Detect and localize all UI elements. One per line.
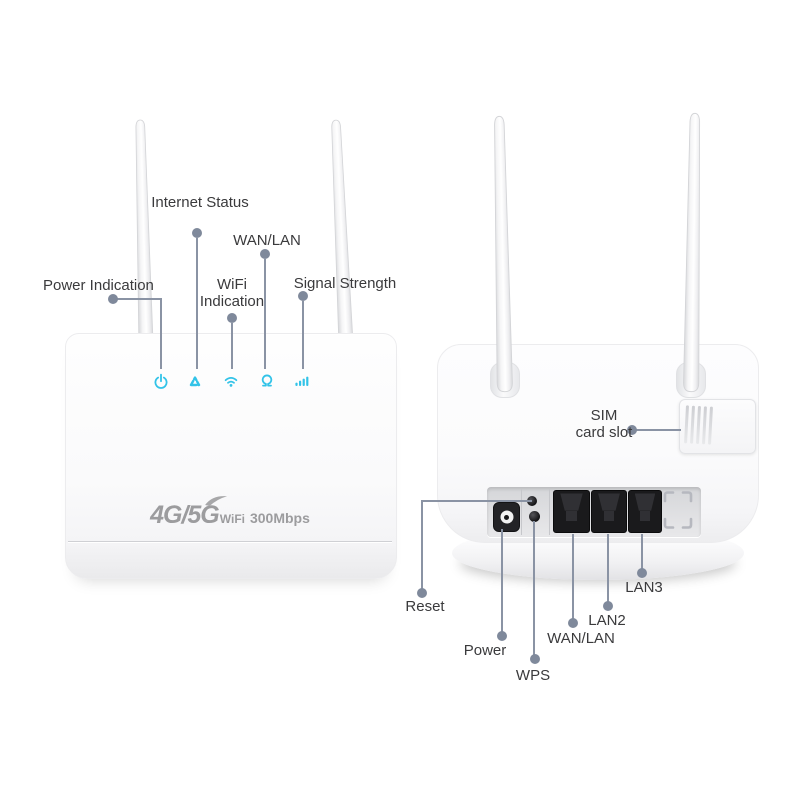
wps-dot bbox=[530, 654, 540, 665]
leaf-icon bbox=[205, 496, 228, 506]
router-front-body bbox=[65, 333, 397, 579]
wifi-icon bbox=[223, 373, 239, 389]
internet-status-label: Internet Status bbox=[151, 194, 249, 211]
wan-lan-icon bbox=[259, 373, 275, 389]
signal-strength-dot bbox=[297, 291, 308, 301]
sim-label-line2: card slot bbox=[575, 424, 633, 441]
blank-port-outline bbox=[663, 491, 693, 529]
power-jack bbox=[493, 502, 520, 532]
wifi-indication-dot bbox=[226, 313, 237, 324]
wan-lan-port bbox=[553, 490, 590, 533]
reset-hole bbox=[527, 496, 537, 506]
sim-card-slot-label: SIM card slot bbox=[576, 407, 633, 441]
wan-lan-front-label: WAN/LAN bbox=[233, 232, 301, 249]
front-right-antenna bbox=[331, 119, 353, 343]
power-indication-line-h bbox=[112, 298, 162, 301]
internet-status-icon bbox=[187, 373, 203, 389]
power-label: Power bbox=[463, 642, 507, 659]
wps-hole bbox=[529, 511, 540, 522]
logo-wifi-text: WiFi bbox=[219, 512, 245, 526]
panel-seam bbox=[549, 489, 550, 535]
sim-card-slot-dot bbox=[626, 425, 637, 435]
wifi-indication-line bbox=[230, 323, 233, 369]
reset-label: Reset bbox=[405, 598, 445, 615]
wan-lan-front-dot bbox=[260, 249, 270, 259]
lan3-label: LAN3 bbox=[625, 579, 663, 596]
sim-card-slot-line bbox=[635, 429, 681, 431]
wan-lan-back-line bbox=[571, 534, 574, 619]
wan-lan-back-dot bbox=[567, 617, 578, 628]
signal-strength-icon bbox=[294, 373, 310, 389]
panel-seam bbox=[521, 489, 522, 535]
logo-speed-text: 300Mbps bbox=[249, 510, 310, 526]
power-indication-dot bbox=[107, 294, 118, 305]
signal-strength-line bbox=[301, 301, 304, 369]
reset-dot bbox=[416, 587, 427, 598]
sim-card-slot bbox=[679, 399, 756, 454]
internet-status-line bbox=[195, 238, 198, 369]
wps-label: WPS bbox=[515, 667, 551, 684]
power-indication-line-v bbox=[160, 299, 162, 369]
back-right-antenna bbox=[683, 112, 701, 393]
wps-line bbox=[532, 521, 535, 656]
reset-line-v bbox=[420, 501, 423, 589]
product-logo: 4G/5G WiFi 300Mbps bbox=[150, 496, 310, 530]
lan3-line bbox=[641, 534, 644, 570]
sim-label-line1: SIM bbox=[590, 407, 618, 424]
front-left-antenna bbox=[135, 119, 154, 343]
power-indication-label: Power Indication bbox=[43, 277, 154, 294]
lan2-line bbox=[606, 534, 609, 602]
front-base-groove bbox=[68, 541, 392, 543]
internet-status-dot bbox=[191, 228, 202, 239]
power-dot bbox=[496, 630, 507, 641]
lan3-port bbox=[628, 490, 662, 533]
back-port-panel bbox=[487, 487, 701, 537]
sim-slot-ridges bbox=[684, 405, 713, 445]
wan-lan-back-label: WAN/LAN bbox=[547, 630, 615, 647]
lan2-port bbox=[591, 490, 627, 533]
lan2-label: LAN2 bbox=[588, 612, 626, 629]
back-left-antenna bbox=[494, 115, 513, 393]
lan2-dot bbox=[602, 601, 613, 611]
lan3-dot bbox=[637, 568, 648, 579]
wan-lan-front-line bbox=[264, 259, 266, 369]
power-jack-pin bbox=[504, 514, 509, 520]
power-jack-ring bbox=[500, 510, 513, 524]
wifi-indication-label: WiFi Indication bbox=[199, 276, 265, 310]
power-line bbox=[500, 529, 503, 632]
signal-strength-label: Signal Strength bbox=[293, 275, 397, 292]
power-icon bbox=[153, 373, 169, 389]
reset-line-h bbox=[421, 500, 532, 502]
